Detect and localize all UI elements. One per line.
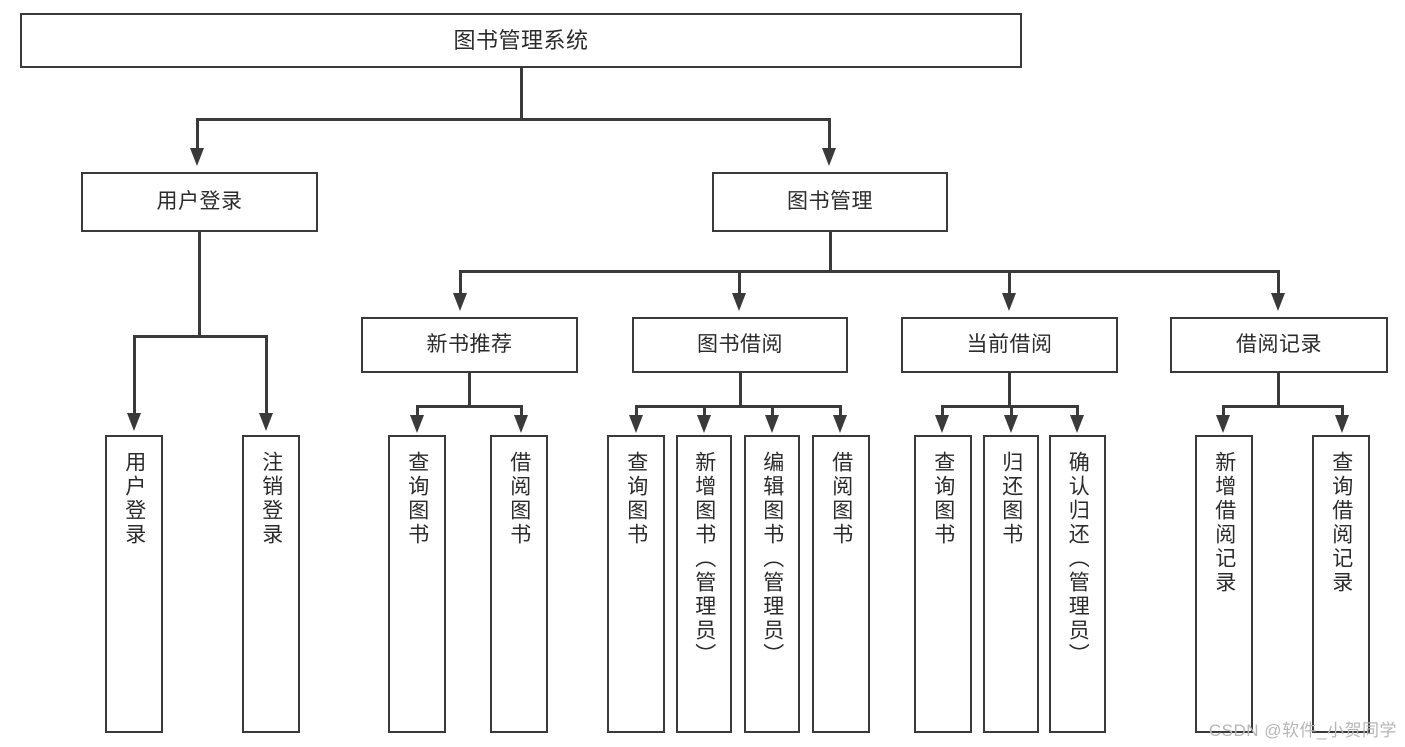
node-current-borrow[interactable]: 当前借阅: [901, 317, 1118, 373]
node-label: 借阅图书: [829, 451, 853, 547]
connector-user-login-drop-2: [265, 335, 268, 415]
node-user-login[interactable]: 用户登录: [81, 172, 318, 232]
arrowhead-leaf-add-record: [1216, 415, 1230, 433]
connector-level2-drop-4: [1277, 270, 1280, 295]
connector-book-manage-stem: [829, 232, 832, 272]
leaf-edit-book[interactable]: 编辑图书（管理员）: [744, 435, 800, 733]
arrowhead-leaf-confirm-return: [1070, 415, 1084, 433]
leaf-return-book[interactable]: 归还图书: [983, 435, 1039, 733]
node-book-manage[interactable]: 图书管理: [712, 172, 948, 232]
connector-borrow-record-drop-2: [1341, 405, 1344, 417]
connector-new-book-drop-1: [416, 405, 419, 417]
node-label: 借阅图书: [507, 451, 531, 547]
node-label: 编辑图书（管理员）: [760, 451, 784, 667]
node-label: 查询图书: [405, 451, 429, 547]
connector-borrow-record-stem: [1277, 373, 1280, 407]
node-label: 归还图书: [999, 451, 1023, 547]
arrowhead-leaf-return-book: [1004, 415, 1018, 433]
connector-new-book-stem: [468, 373, 471, 407]
node-label: 图书管理系统: [453, 27, 589, 53]
arrowhead-book-borrow: [732, 293, 746, 311]
arrowhead-borrow-record: [1271, 293, 1285, 311]
connector-book-borrow-stem: [739, 373, 742, 407]
connector-level2-bar: [459, 270, 1279, 273]
arrowhead-leaf-logout: [259, 413, 273, 431]
connector-book-borrow-drop-2: [703, 405, 706, 417]
connector-book-borrow-bar: [635, 405, 841, 408]
arrowhead-current-borrow: [1002, 293, 1016, 311]
arrowhead-book-manage: [822, 148, 836, 166]
arrowhead-leaf-add-book: [697, 415, 711, 433]
leaf-user-login[interactable]: 用户登录: [105, 435, 163, 733]
connector-root-stem: [520, 68, 523, 120]
connector-new-book-drop-2: [520, 405, 523, 417]
connector-user-login-bar: [133, 335, 265, 338]
node-label: 确认归还（管理员）: [1066, 451, 1090, 667]
arrowhead-leaf-borrow-book-1: [514, 415, 528, 433]
arrowhead-leaf-query-book-2: [629, 415, 643, 433]
leaf-query-book-borrow[interactable]: 查询图书: [607, 435, 665, 733]
arrowhead-leaf-query-book-3: [935, 415, 949, 433]
arrowhead-leaf-query-record: [1335, 415, 1349, 433]
node-label: 用户登录: [122, 451, 146, 547]
connector-borrow-record-drop-1: [1222, 405, 1225, 417]
node-book-borrow[interactable]: 图书借阅: [632, 317, 848, 373]
node-label: 新增图书（管理员）: [692, 451, 716, 667]
connector-current-borrow-stem: [1008, 373, 1011, 407]
connector-current-borrow-drop-1: [941, 405, 944, 417]
leaf-add-book[interactable]: 新增图书（管理员）: [676, 435, 732, 733]
connector-current-borrow-bar: [941, 405, 1078, 408]
leaf-logout[interactable]: 注销登录: [242, 435, 300, 733]
leaf-query-book-recommend[interactable]: 查询图书: [388, 435, 446, 733]
node-label: 查询图书: [931, 451, 955, 547]
node-borrow-record[interactable]: 借阅记录: [1170, 317, 1388, 373]
connector-level1-stem-left: [196, 118, 199, 150]
node-label: 注销登录: [259, 451, 283, 547]
connector-borrow-record-bar: [1222, 405, 1343, 408]
connector-book-borrow-drop-3: [771, 405, 774, 417]
connector-level2-drop-2: [738, 270, 741, 295]
connector-level2-drop-3: [1008, 270, 1011, 295]
node-label: 新书推荐: [426, 332, 513, 356]
connector-level2-drop-1: [459, 270, 462, 295]
leaf-borrow-book[interactable]: 借阅图书: [812, 435, 870, 733]
connector-book-borrow-drop-1: [635, 405, 638, 417]
connector-level1-stem-right: [828, 118, 831, 150]
connector-current-borrow-drop-2: [1010, 405, 1013, 417]
node-label: 图书借阅: [697, 332, 783, 356]
connector-user-login-drop-1: [133, 335, 136, 415]
leaf-query-borrow-record[interactable]: 查询借阅记录: [1312, 435, 1370, 733]
leaf-borrow-book-recommend[interactable]: 借阅图书: [490, 435, 548, 733]
connector-current-borrow-drop-3: [1076, 405, 1079, 417]
node-root-system[interactable]: 图书管理系统: [20, 13, 1022, 68]
connector-new-book-bar: [416, 405, 522, 408]
arrowhead-leaf-user-login: [127, 413, 141, 431]
node-label: 新增借阅记录: [1212, 451, 1236, 595]
node-label: 查询图书: [624, 451, 648, 547]
arrowhead-leaf-borrow-book-2: [833, 415, 847, 433]
arrowhead-new-book-recommend: [453, 293, 467, 311]
leaf-confirm-return[interactable]: 确认归还（管理员）: [1049, 435, 1106, 733]
connector-book-borrow-drop-4: [839, 405, 842, 417]
connector-user-login-stem: [198, 232, 201, 337]
node-label: 借阅记录: [1236, 332, 1322, 356]
arrowhead-leaf-query-book-1: [410, 415, 424, 433]
leaf-add-borrow-record[interactable]: 新增借阅记录: [1195, 435, 1253, 733]
node-new-book-recommend[interactable]: 新书推荐: [361, 317, 578, 373]
node-label: 查询借阅记录: [1329, 451, 1353, 595]
connector-level1-bar: [196, 118, 830, 121]
leaf-query-book-current[interactable]: 查询图书: [914, 435, 972, 733]
arrowhead-leaf-edit-book: [765, 415, 779, 433]
node-label: 图书管理: [787, 189, 873, 213]
node-label: 当前借阅: [966, 332, 1053, 356]
node-label: 用户登录: [156, 189, 243, 213]
arrowhead-user-login: [190, 148, 204, 166]
